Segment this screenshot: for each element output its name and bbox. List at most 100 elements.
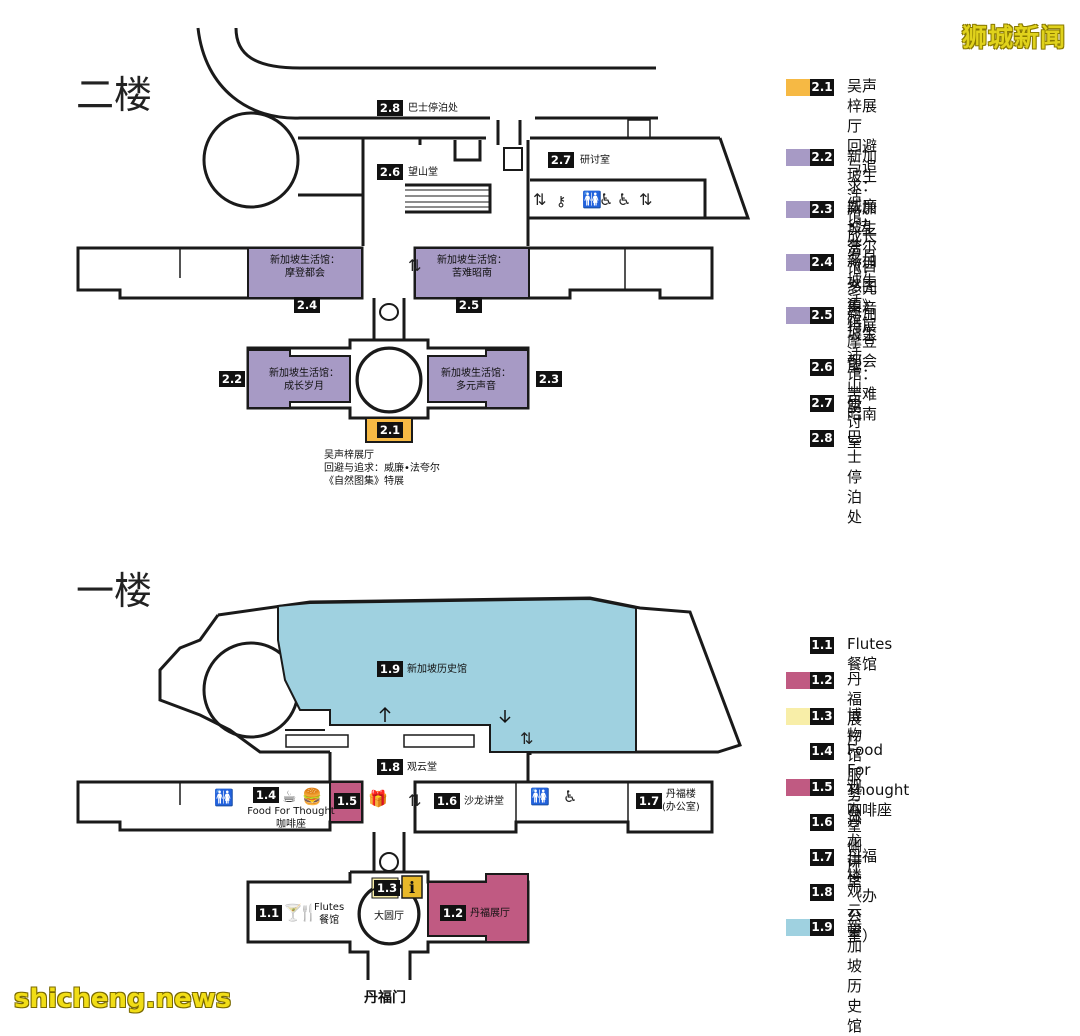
legend-number: 1.3 bbox=[810, 708, 834, 725]
map-tag-2-6: 2.6 bbox=[377, 164, 403, 180]
floor2-legend-item: 2.6 望山堂 bbox=[786, 356, 862, 416]
baby-change-icon: ♿ bbox=[617, 190, 632, 209]
map-tag-1-5: 1.5 bbox=[334, 793, 360, 809]
driveway-inner bbox=[234, 27, 656, 70]
legend-badge: 2.1 bbox=[786, 79, 834, 96]
map-tag-1-9: 1.9 bbox=[377, 661, 403, 677]
legend-badge: 1.1 bbox=[786, 637, 834, 654]
cutlery-icon: 🍴 bbox=[298, 903, 318, 922]
floor1-legend-item: 1.6 沙龙讲堂 bbox=[786, 811, 862, 891]
map-label-salon: 沙龙讲堂 bbox=[464, 796, 504, 807]
legend-text: 新加坡生活馆： 成长岁月 bbox=[847, 147, 878, 265]
floor1-legend-item: 1.8 观云堂 bbox=[786, 881, 862, 941]
restroom-icon-f1: 🚻 bbox=[214, 788, 234, 807]
map-label-stamford-bldg: 丹福楼 (办公室) bbox=[662, 789, 700, 813]
legend-text: 观云堂侧厅 bbox=[847, 777, 863, 875]
map-label-fft: Food For Thought 咖啡座 bbox=[247, 806, 335, 830]
legend-text: 吴声梓展厅 回避与追求：威廉•法夸尔 《自然图集》特展 bbox=[847, 77, 878, 335]
legend-text: 新加坡历史馆 bbox=[847, 917, 863, 1035]
legend-number: 1.4 bbox=[810, 743, 834, 760]
legend-number: 2.7 bbox=[810, 395, 834, 412]
map-tag-2-3: 2.3 bbox=[536, 371, 562, 387]
legend-badge: 1.9 bbox=[786, 919, 834, 936]
legend-text: 巴士停泊处 bbox=[847, 428, 863, 526]
legend-swatch bbox=[786, 307, 810, 324]
floor2-legend-item: 2.3 新加坡生活馆： 多元声音 bbox=[786, 198, 877, 318]
map-tag-1-6: 1.6 bbox=[434, 793, 460, 809]
legend-number: 2.8 bbox=[810, 430, 834, 447]
legend-text: 新加坡生活馆： 苦难昭南 bbox=[847, 305, 878, 423]
legend-number: 1.5 bbox=[810, 779, 834, 796]
f1-zone-1-9 bbox=[277, 597, 637, 753]
driveway-outer bbox=[196, 27, 490, 120]
legend-badge: 1.4 bbox=[786, 743, 834, 760]
legend-number: 2.3 bbox=[810, 201, 834, 218]
f2-zone-2-2 bbox=[247, 349, 351, 409]
legend-badge: 1.6 bbox=[786, 814, 834, 831]
map-tag-1-2: 1.2 bbox=[440, 905, 466, 921]
map-tag-2-5: 2.5 bbox=[456, 297, 482, 313]
floor1-title: 一楼 bbox=[76, 569, 153, 613]
lift-icon-f1-north: ⇅ bbox=[520, 729, 534, 748]
tower-circle-f2 bbox=[202, 111, 300, 209]
legend-swatch bbox=[786, 79, 810, 96]
legend-number: 1.7 bbox=[810, 849, 834, 866]
legend-text: 新加坡生活馆： 摩登都会 bbox=[847, 252, 878, 370]
restroom-icon: 🚻 bbox=[582, 190, 602, 209]
lift-icon-2: ⇅ bbox=[639, 190, 653, 209]
legend-badge: 2.4 bbox=[786, 254, 834, 271]
floor2-legend-item: 2.1 吴声梓展厅 回避与追求：威廉•法夸尔 《自然图集》特展 bbox=[786, 76, 877, 336]
map-label-rotunda: 大圆厅 bbox=[374, 911, 404, 922]
svg-text:i: i bbox=[409, 878, 415, 897]
f1-zone-1-2 bbox=[427, 873, 529, 943]
legend-number: 1.6 bbox=[810, 814, 834, 831]
floor2-legend-item: 2.8 巴士停泊处 bbox=[786, 427, 862, 527]
legend-text: 望山堂 bbox=[847, 357, 863, 415]
legend-badge: 2.3 bbox=[786, 201, 834, 218]
map-label-growing: 新加坡生活馆： 成长岁月 bbox=[269, 368, 339, 392]
legend-number: 2.5 bbox=[810, 307, 834, 324]
map-tag-1-3: 1.3 bbox=[374, 880, 400, 896]
legend-text: 沙龙讲堂 bbox=[847, 812, 863, 890]
floor1-legend-item: 1.9 新加坡历史馆 bbox=[786, 916, 862, 1036]
arrow-down-icon bbox=[499, 710, 511, 724]
legend-swatch bbox=[786, 779, 810, 796]
legend-swatch bbox=[786, 672, 810, 689]
legend-swatch bbox=[786, 254, 810, 271]
legend-text: 新加坡生活馆： 多元声音 bbox=[847, 199, 878, 317]
legend-badge: 1.7 bbox=[786, 849, 834, 866]
lift-icon-f1: ⇅ bbox=[408, 791, 422, 810]
map-label-stamford-gallery: 丹福展厅 bbox=[470, 908, 510, 919]
f2-north-block bbox=[298, 136, 365, 197]
legend-badge: 1.3 bbox=[786, 708, 834, 725]
legend-text: 观云堂 bbox=[847, 882, 863, 940]
map-label-door: 丹福门 bbox=[364, 990, 406, 1006]
legend-text: 丹福展厅 bbox=[847, 670, 863, 748]
legend-badge: 2.6 bbox=[786, 359, 834, 376]
legend-swatch bbox=[786, 149, 810, 166]
legend-number: 1.1 bbox=[810, 637, 834, 654]
map-tag-2-8: 2.8 bbox=[377, 100, 403, 116]
map-tag-2-4: 2.4 bbox=[294, 297, 320, 313]
map-tag-2-7: 2.7 bbox=[548, 152, 574, 168]
legend-number: 1.9 bbox=[810, 919, 834, 936]
legend-number: 2.2 bbox=[810, 149, 834, 166]
floor2-legend-item: 2.2 新加坡生活馆： 成长岁月 bbox=[786, 146, 877, 266]
legend-swatch bbox=[786, 201, 810, 218]
f2-cross bbox=[246, 338, 530, 420]
legend-swatch bbox=[786, 919, 810, 936]
lift-icon-3: ⇅ bbox=[408, 256, 422, 275]
cocktail-icon: 🍸 bbox=[283, 903, 303, 922]
map-label-bus: 巴士停泊处 bbox=[408, 103, 458, 114]
legend-badge: 1.8 bbox=[786, 884, 834, 901]
floor2-legend-item: 2.4 新加坡生活馆： 摩登都会 bbox=[786, 251, 877, 371]
arrow-up-icon bbox=[379, 706, 391, 722]
legend-number: 2.1 bbox=[810, 79, 834, 96]
map-label-hill-hall: 望山堂 bbox=[408, 167, 438, 178]
